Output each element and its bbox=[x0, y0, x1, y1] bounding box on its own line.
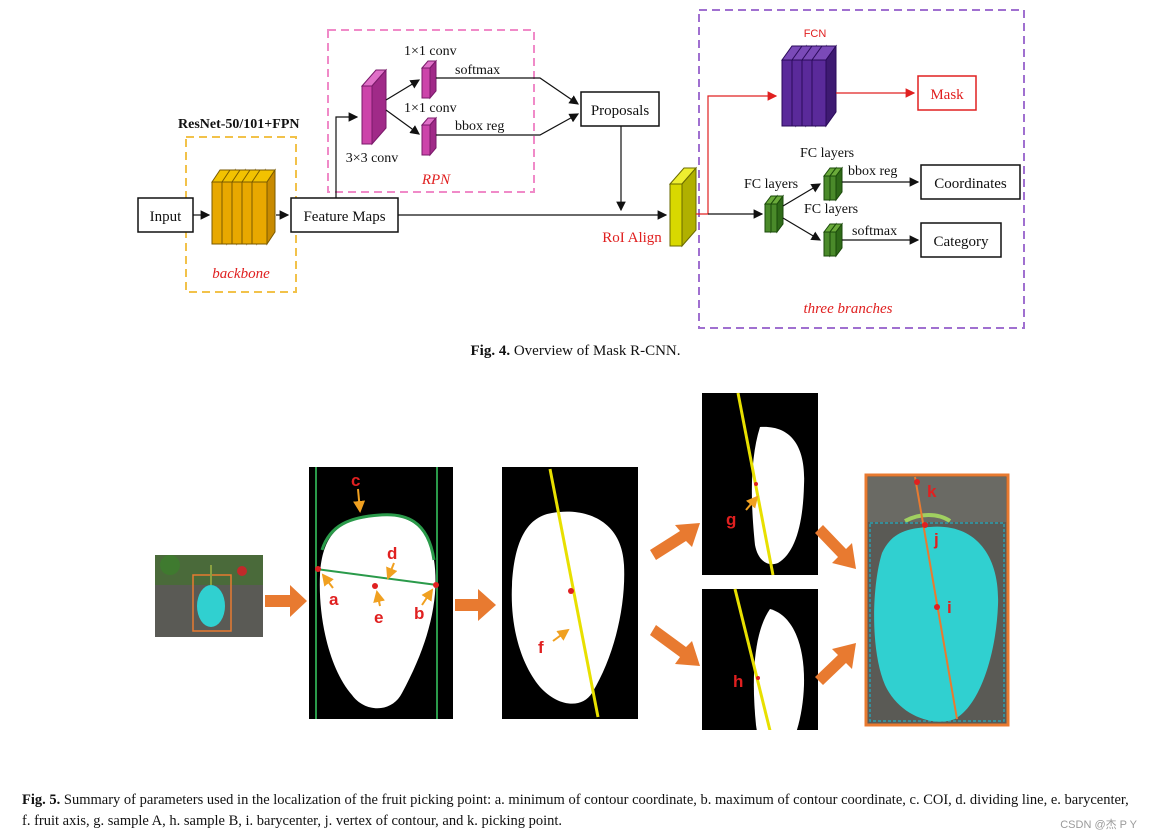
fruit-axis-panel bbox=[502, 467, 638, 719]
label-k: k bbox=[927, 482, 937, 501]
rpn-label: RPN bbox=[421, 172, 451, 188]
process-arrow bbox=[815, 525, 856, 569]
bbox-reg-right-label: bbox reg bbox=[848, 164, 897, 179]
conv3-label: 3×3 conv bbox=[346, 151, 399, 166]
conv1-mid-label: 1×1 conv bbox=[404, 101, 457, 116]
branches-region bbox=[698, 9, 1025, 329]
roi-align-label: RoI Align bbox=[602, 230, 662, 246]
figure-4-caption-text: Overview of Mask R-CNN. bbox=[510, 343, 681, 359]
figure-5-caption: Fig. 5. Summary of parameters used in th… bbox=[22, 790, 1137, 832]
figure-4-caption: Fig. 4. Overview of Mask R-CNN. bbox=[0, 343, 1151, 360]
sample-a-panel bbox=[702, 392, 818, 576]
process-arrow bbox=[650, 625, 700, 666]
process-arrow bbox=[265, 585, 307, 617]
category-label: Category bbox=[934, 234, 989, 250]
original-photo-panel bbox=[155, 555, 263, 637]
rpn-conv-block bbox=[360, 68, 388, 146]
label-i: i bbox=[947, 598, 952, 617]
fcn-label: FCN bbox=[804, 28, 827, 40]
mask-label: Mask bbox=[930, 87, 964, 103]
bbox-reg-label: bbox reg bbox=[455, 119, 504, 134]
fc-layers-bottom-label: FC layers bbox=[804, 202, 858, 217]
result-photo-panel bbox=[864, 473, 1010, 727]
softmax-right-label: softmax bbox=[852, 224, 897, 239]
label-b: b bbox=[414, 604, 424, 623]
label-c: c bbox=[351, 471, 360, 490]
rpn-region bbox=[327, 29, 535, 193]
fc-layers-top-block bbox=[823, 166, 843, 202]
figure-4-caption-prefix: Fig. 4. bbox=[470, 343, 511, 359]
figure-4-diagram: ResNet-50/101+FPN Input backbone Feature… bbox=[137, 9, 1025, 329]
figure-5-diagram: c d a e b f g h bbox=[155, 392, 1010, 730]
conv1-top-label: 1×1 conv bbox=[404, 44, 457, 59]
softmax-label: softmax bbox=[455, 63, 500, 78]
fcn-block bbox=[781, 44, 837, 128]
three-branches-label: three branches bbox=[803, 301, 892, 317]
fc-layers-top-label: FC layers bbox=[800, 146, 854, 161]
label-g: g bbox=[726, 510, 736, 529]
fc-layers-left-label: FC layers bbox=[744, 177, 798, 192]
proposals-box bbox=[580, 91, 660, 127]
figure-5-caption-prefix: Fig. 5. bbox=[22, 792, 61, 808]
backbone-layers bbox=[211, 168, 276, 246]
fc-layers-bottom-block bbox=[823, 222, 843, 258]
label-e: e bbox=[374, 608, 383, 627]
feature-maps-box bbox=[290, 197, 399, 233]
resnet-label: ResNet-50/101+FPN bbox=[178, 117, 300, 132]
coordinates-label: Coordinates bbox=[934, 176, 1007, 192]
watermark: CSDN @杰 P Y bbox=[1060, 819, 1137, 831]
process-arrow bbox=[815, 643, 856, 685]
proposals-label: Proposals bbox=[591, 103, 650, 119]
label-j: j bbox=[933, 530, 939, 549]
process-arrow bbox=[650, 523, 700, 560]
label-h: h bbox=[733, 672, 743, 691]
rpn-reg-conv bbox=[420, 116, 438, 157]
fc-layers-left-block bbox=[764, 194, 784, 234]
input-label: Input bbox=[150, 209, 182, 225]
label-f: f bbox=[538, 638, 544, 657]
coordinates-box bbox=[920, 164, 1021, 200]
figure-5-caption-text: Summary of parameters used in the locali… bbox=[22, 792, 1129, 829]
roi-align-block bbox=[668, 166, 698, 248]
mask-box bbox=[917, 75, 977, 111]
label-d: d bbox=[387, 544, 397, 563]
label-a: a bbox=[329, 590, 339, 609]
backbone-label: backbone bbox=[212, 266, 270, 282]
feature-maps-label: Feature Maps bbox=[303, 209, 385, 225]
category-box bbox=[920, 222, 1002, 258]
process-arrow bbox=[455, 589, 496, 621]
contour-panel bbox=[309, 467, 453, 719]
rpn-cls-conv bbox=[420, 59, 438, 100]
sample-b-panel bbox=[702, 588, 818, 730]
